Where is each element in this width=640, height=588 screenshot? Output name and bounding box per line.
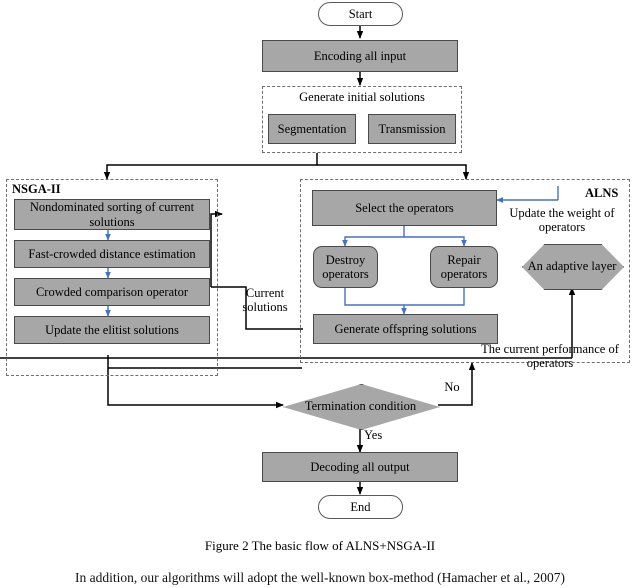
body-text: In addition, our algorithms will adopt t… — [74, 570, 565, 585]
end-node: End — [318, 495, 403, 519]
fast-crowded-label: Fast-crowded distance estimation — [28, 246, 196, 261]
termination-label: Termination condition — [304, 398, 417, 413]
segmentation-node: Segmentation — [268, 114, 356, 144]
alns-group-label: ALNS — [585, 186, 619, 200]
segmentation-label: Segmentation — [277, 121, 347, 136]
start-node: Start — [318, 2, 403, 26]
alns-group — [300, 179, 630, 363]
figure-caption: Figure 2 The basic flow of ALNS+NSGA-II — [204, 538, 436, 553]
repair-operators-node: Repair operators — [430, 246, 498, 288]
current-performance-label: The current performance of operators — [481, 342, 619, 371]
encoding-node: Encoding all input — [262, 40, 458, 72]
no-label: No — [444, 380, 460, 394]
crowded-comparison-label: Crowded comparison operator — [35, 284, 189, 299]
nondominated-node: Nondominated sorting of current solution… — [14, 199, 210, 230]
generate-initial-label: Generate initial solutions — [299, 90, 425, 104]
adaptive-layer-label: An adaptive layer — [527, 258, 617, 273]
destroy-operators-node: Destroy operators — [313, 246, 378, 288]
nsga-group — [6, 179, 218, 376]
start-label: Start — [348, 6, 373, 21]
repair-operators-label: Repair operators — [440, 252, 488, 281]
adaptive-layer-node: An adaptive layer — [522, 244, 624, 290]
transmission-node: Transmission — [368, 114, 456, 144]
destroy-operators-label: Destroy operators — [322, 252, 369, 281]
decoding-node: Decoding all output — [262, 452, 458, 482]
end-label: End — [350, 499, 371, 514]
hexagon-shape — [522, 244, 624, 290]
fast-crowded-node: Fast-crowded distance estimation — [14, 240, 210, 268]
termination-node: Termination condition — [283, 384, 440, 430]
transmission-label: Transmission — [378, 121, 446, 136]
encoding-label: Encoding all input — [313, 48, 407, 63]
select-operators-label: Select the operators — [355, 200, 454, 215]
decoding-label: Decoding all output — [310, 459, 410, 474]
current-solutions-label: Current solutions — [242, 286, 288, 315]
nsga-group-label: NSGA-II — [12, 182, 61, 196]
select-operators-node: Select the operators — [312, 190, 497, 226]
generate-offspring-label: Generate offspring solutions — [334, 321, 477, 336]
nondominated-label: Nondominated sorting of current solution… — [29, 200, 195, 229]
update-elitist-node: Update the elitist solutions — [14, 316, 210, 344]
update-weight-label: Update the weight of operators — [509, 206, 615, 235]
generate-offspring-node: Generate offspring solutions — [313, 314, 498, 344]
crowded-comparison-node: Crowded comparison operator — [14, 278, 210, 306]
update-elitist-label: Update the elitist solutions — [45, 322, 179, 337]
generate-initial-group — [262, 86, 462, 153]
yes-label: Yes — [364, 428, 383, 442]
